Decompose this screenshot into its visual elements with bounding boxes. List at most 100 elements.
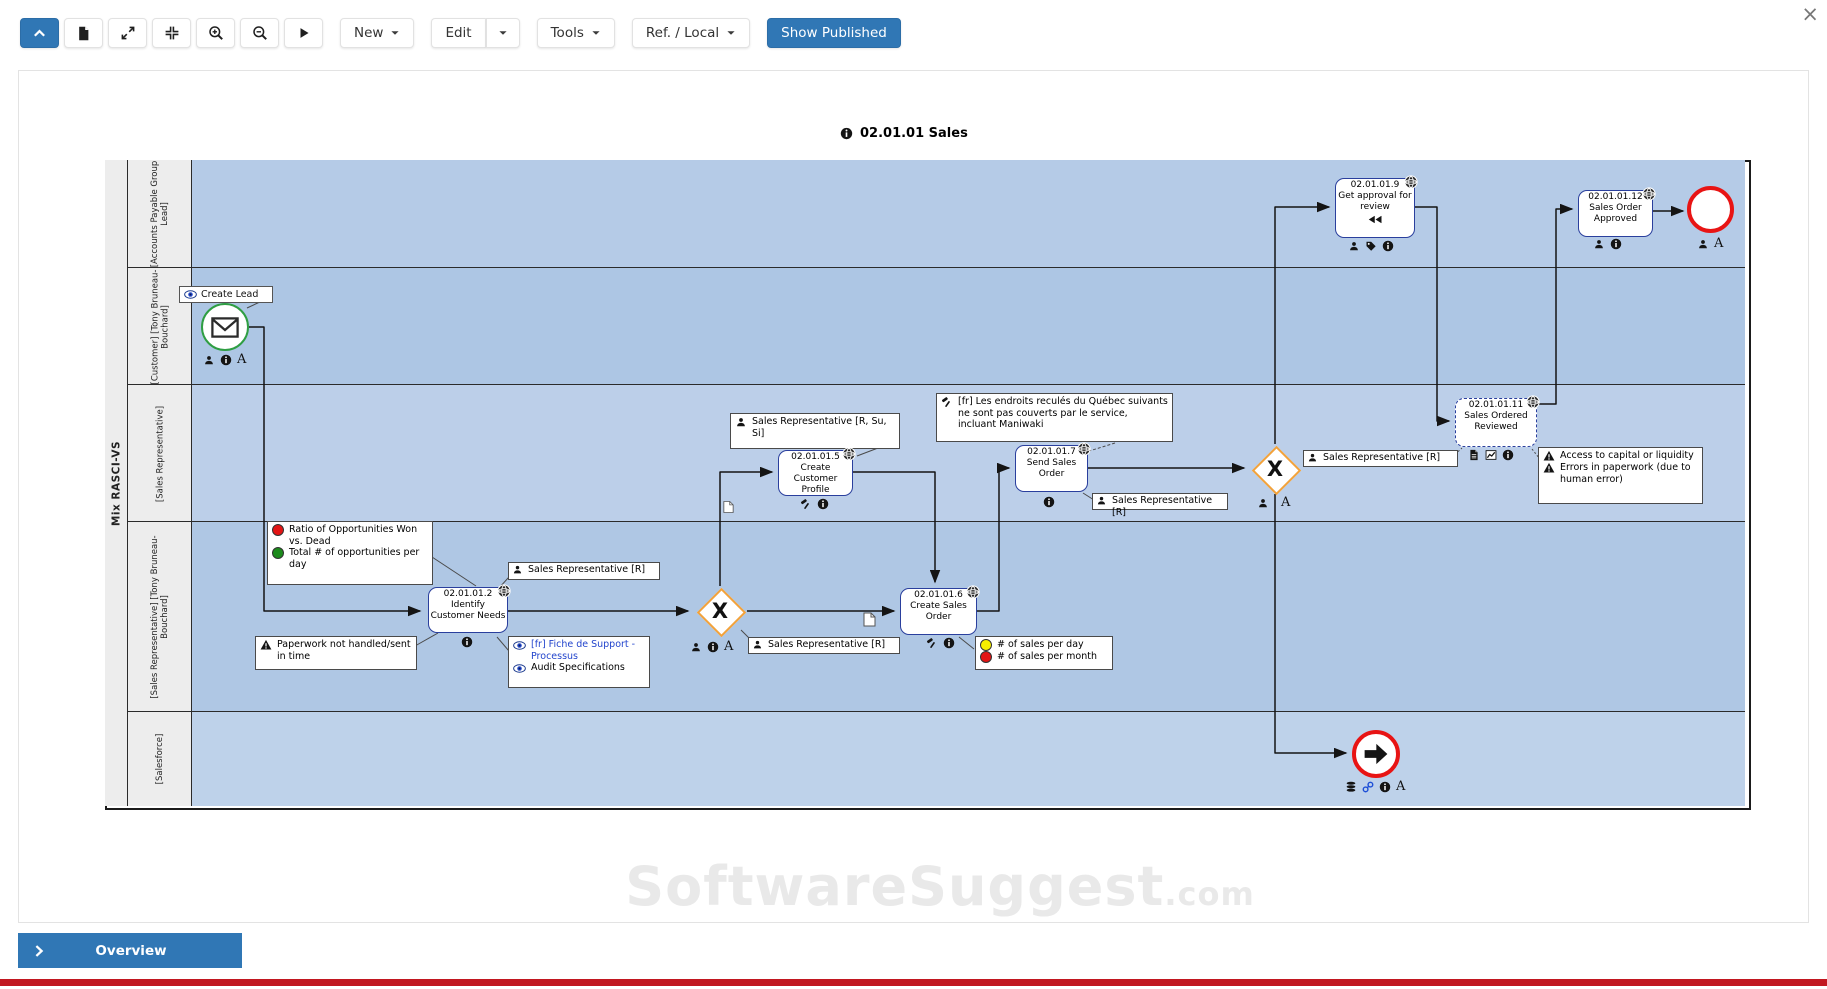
task-create-customer-profile[interactable]: 02.01.01.5 Create Customer Profile (778, 450, 853, 496)
zoom-out-button[interactable] (240, 18, 279, 48)
task-identify-customer-needs[interactable]: 02.01.01.2 Identify Customer Needs (428, 587, 508, 633)
arrow-right-icon (1363, 741, 1389, 767)
task-send-sales-order[interactable]: 02.01.01.7 Send Sales Order (1015, 445, 1088, 492)
info-icon[interactable] (1043, 496, 1055, 508)
annotation-sales-rep-r[interactable]: Sales Representative [R] (508, 562, 660, 580)
play-button[interactable] (284, 18, 323, 48)
start-event-label[interactable]: Create Lead (179, 286, 273, 303)
lane-label-sales-representative-tony[interactable]: [Sales Representative] [Tony Bruneau-Bou… (128, 522, 192, 712)
event-attachment-icons: A (1345, 780, 1405, 793)
eye-icon[interactable] (184, 288, 197, 301)
person-icon[interactable] (203, 354, 215, 366)
show-published-label: Show Published (781, 25, 887, 41)
zoom-in-button[interactable] (196, 18, 235, 48)
end-event[interactable] (1687, 186, 1734, 233)
event-attachment-icons: A (203, 353, 246, 366)
edit-menu-caret-button[interactable] (485, 18, 520, 48)
annotation-paperwork-risk[interactable]: Paperwork not handled/sent in time (255, 636, 417, 670)
annotation-text: Audit Specifications (531, 662, 625, 673)
actual-size-button[interactable] (152, 18, 191, 48)
warning-icon (1543, 462, 1555, 474)
annotation-sales-kpis[interactable]: # of sales per day # of sales per month (975, 636, 1113, 670)
file-icon (76, 26, 91, 41)
new-document-button[interactable] (64, 18, 103, 48)
lane-customer[interactable] (192, 268, 1745, 385)
compress-icon (164, 25, 180, 41)
gavel-icon[interactable] (800, 498, 812, 510)
lane-salesforce[interactable] (192, 712, 1745, 806)
globe-icon (966, 585, 980, 599)
show-published-button[interactable]: Show Published (767, 18, 901, 48)
expand-icon (120, 25, 136, 41)
chevron-up-icon (32, 26, 47, 41)
lane-accounts-payable[interactable] (192, 160, 1745, 268)
info-icon[interactable] (220, 354, 232, 366)
edit-label: Edit (445, 25, 472, 41)
gateway-exclusive-1[interactable]: X (1251, 445, 1302, 496)
warning-icon (260, 639, 272, 651)
annotation-text: Total # of opportunities per day (289, 547, 420, 570)
lane-label-text: [Sales Representative] [Tony Bruneau-Bou… (149, 535, 171, 699)
lane-label-sales-representative[interactable]: [Sales Representative] (128, 385, 192, 522)
task-id: 02.01.01.9 (1350, 180, 1400, 190)
start-event-message[interactable] (201, 303, 249, 351)
annotation-documents[interactable]: [fr] Fiche de Support - Processus Audit … (508, 636, 650, 688)
task-create-sales-order[interactable]: 02.01.01.6 Create Sales Order (900, 588, 977, 635)
gavel-icon[interactable] (926, 637, 938, 649)
document-icon[interactable] (1468, 449, 1480, 461)
ref-local-menu-button[interactable]: Ref. / Local (631, 18, 751, 48)
task-sales-order-approved[interactable]: 02.01.01.12 Sales Order Approved (1578, 190, 1653, 237)
tools-menu-button[interactable]: Tools (536, 18, 615, 48)
collapse-toolbar-button[interactable] (20, 18, 59, 48)
lane-label-accounts-payable[interactable]: [Accounts Payable Group Lead] (128, 160, 192, 268)
info-icon[interactable] (461, 636, 473, 648)
annotation-sales-rep-r[interactable]: Sales Representative [R] (1092, 493, 1228, 518)
start-event-label-text: Create Lead (201, 289, 259, 300)
task-sales-ordered-reviewed[interactable]: 02.01.01.11 Sales Ordered Reviewed (1455, 398, 1537, 447)
info-icon[interactable] (1610, 238, 1622, 250)
globe-icon (497, 584, 511, 598)
person-icon[interactable] (690, 641, 702, 653)
eye-icon[interactable] (513, 662, 526, 675)
annotation-sales-rep-r[interactable]: Sales Representative [R] (1303, 450, 1458, 467)
eye-icon[interactable] (513, 639, 526, 652)
info-icon[interactable] (1382, 240, 1394, 252)
overview-tab[interactable]: Overview (18, 933, 242, 968)
person-icon[interactable] (1697, 238, 1709, 250)
new-menu-button[interactable]: New (340, 18, 415, 48)
task-get-approval-for-review[interactable]: 02.01.01.9 Get approval for review (1335, 178, 1415, 238)
person-icon (752, 639, 763, 650)
annotation-opportunity-kpis[interactable]: Ratio of Opportunities Won vs. Dead Tota… (267, 521, 433, 585)
fit-to-screen-button[interactable] (108, 18, 147, 48)
database-icon[interactable] (1345, 781, 1357, 793)
pool-header[interactable]: Mix RASCI-VS (105, 160, 128, 806)
edit-button[interactable]: Edit (431, 18, 486, 48)
annotation-quebec-note[interactable]: [fr] Les endroits reculés du Québec suiv… (936, 393, 1173, 442)
person-icon[interactable] (1593, 238, 1605, 250)
person-icon[interactable] (1257, 497, 1269, 509)
lane-label-salesforce[interactable]: [Salesforce] (128, 712, 192, 806)
close-icon[interactable]: × (1801, 2, 1819, 26)
annotation-sales-rep-r[interactable]: Sales Representative [R] (748, 637, 900, 654)
task-label: Create Customer Profile (793, 463, 838, 495)
link-icon[interactable] (1362, 781, 1374, 793)
zoom-in-icon (208, 25, 224, 41)
attachment-marker: A (724, 639, 734, 654)
warning-icon (1543, 450, 1555, 462)
red-bullet-icon (980, 651, 992, 663)
info-icon[interactable] (1502, 449, 1514, 461)
info-icon[interactable] (1379, 781, 1391, 793)
annotation-risks[interactable]: Access to capital or liquidity Errors in… (1538, 447, 1703, 504)
link-intermediate-event[interactable] (1352, 730, 1400, 778)
info-icon[interactable] (817, 498, 829, 510)
chart-icon[interactable] (1485, 449, 1497, 461)
person-icon[interactable] (1348, 240, 1360, 252)
gateway-exclusive-2[interactable]: X (696, 587, 747, 638)
pool-label: Mix RASCI-VS (110, 440, 123, 526)
info-icon[interactable] (943, 637, 955, 649)
info-icon[interactable] (840, 127, 853, 140)
info-icon[interactable] (707, 641, 719, 653)
annotation-sales-rep-rsusi[interactable]: Sales Representative [R, Su, Si] (730, 413, 900, 449)
annotation-link-text[interactable]: [fr] Fiche de Support - Processus (531, 639, 636, 662)
tag-icon[interactable] (1365, 240, 1377, 252)
